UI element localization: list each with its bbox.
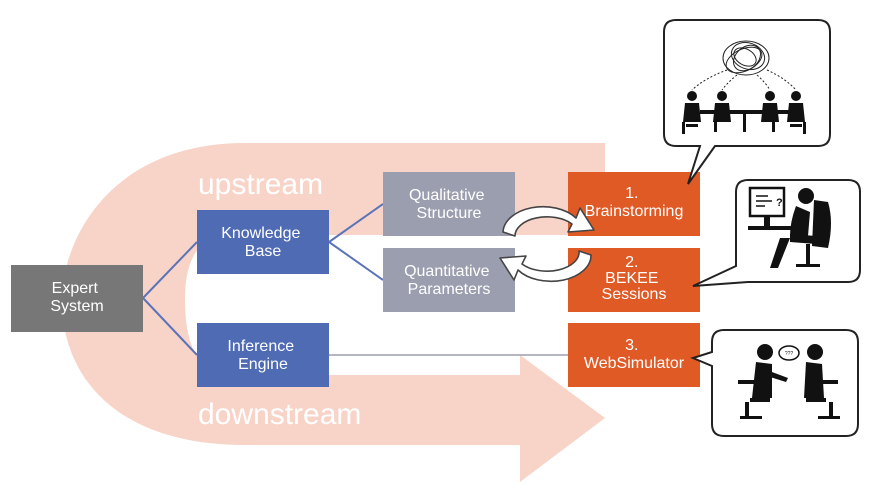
connector-knowledge-qualitative bbox=[328, 203, 384, 243]
svg-text:3. WebSimulator: 3. WebSimulator bbox=[584, 337, 685, 372]
svg-text:2. BEKEE Sessions: 2. BEKEE Sessions bbox=[602, 254, 667, 303]
speech-glyph: ??? bbox=[785, 351, 794, 357]
svg-text:Inference Engine: Inference Engine bbox=[227, 338, 298, 373]
bekee-bubble: ? bbox=[692, 179, 861, 287]
conversation-people-icon bbox=[738, 344, 840, 419]
websimulator-line-2: WebSimulator bbox=[584, 355, 685, 372]
expert-system-line-1: Expert bbox=[52, 280, 99, 297]
flow-arrow bbox=[62, 143, 605, 482]
connectors bbox=[142, 203, 384, 356]
thought-lines bbox=[691, 69, 797, 91]
question-mark: ? bbox=[776, 197, 783, 209]
computer-user-icon: ? bbox=[748, 186, 831, 268]
inference-engine-node[interactable]: Inference Engine bbox=[197, 323, 329, 387]
svg-text:Qualitative Structure: Qualitative Structure bbox=[409, 187, 489, 222]
knowledge-base-node[interactable]: Knowledge Base bbox=[197, 210, 329, 274]
connector-expert-knowledge bbox=[142, 241, 198, 299]
qualitative-structure-line-2: Structure bbox=[417, 205, 482, 222]
bekee-sessions-line-1: 2. bbox=[625, 254, 638, 271]
svg-text:Expert System: Expert System bbox=[50, 280, 103, 315]
cycle-arrows-icon bbox=[499, 205, 595, 283]
brainstorming-bubble bbox=[663, 19, 831, 185]
svg-text:Knowledge Base: Knowledge Base bbox=[221, 225, 305, 260]
quantitative-parameters-node[interactable]: Quantitative Parameters bbox=[383, 248, 515, 312]
downstream-label: downstream bbox=[198, 398, 361, 431]
connector-knowledge-quantitative bbox=[328, 241, 384, 281]
upstream-label: upstream bbox=[198, 168, 323, 201]
websimulator-bubble: ??? bbox=[690, 329, 859, 437]
brainstorming-line-2: Brainstorming bbox=[585, 203, 684, 220]
bekee-sessions-line-2: BEKEE bbox=[605, 270, 658, 287]
websimulator-line-1: 3. bbox=[625, 337, 638, 354]
knowledge-base-line-2: Base bbox=[245, 243, 282, 260]
idea-scribble-icon bbox=[722, 40, 770, 76]
qualitative-structure-node[interactable]: Qualitative Structure bbox=[383, 172, 515, 236]
meeting-people-icon bbox=[682, 91, 806, 134]
speech-bubble-icon: ??? bbox=[778, 345, 800, 361]
inference-engine-line-1: Inference bbox=[227, 338, 294, 355]
websimulator-node[interactable]: 3. WebSimulator bbox=[568, 323, 700, 387]
quantitative-parameters-line-1: Quantitative bbox=[404, 263, 489, 280]
inference-engine-line-2: Engine bbox=[238, 356, 288, 373]
svg-text:Quantitative Parameters: Quantitative Parameters bbox=[404, 263, 494, 298]
expert-system-line-2: System bbox=[50, 298, 103, 315]
knowledge-base-line-1: Knowledge bbox=[221, 225, 300, 242]
expert-system-node[interactable]: Expert System bbox=[11, 265, 143, 332]
bekee-sessions-line-3: Sessions bbox=[602, 286, 667, 303]
bekee-sessions-node[interactable]: 2. BEKEE Sessions bbox=[568, 248, 700, 312]
quantitative-parameters-line-2: Parameters bbox=[408, 281, 491, 298]
svg-text:1. Brainstorming: 1. Brainstorming bbox=[585, 185, 684, 220]
qualitative-structure-line-1: Qualitative bbox=[409, 187, 485, 204]
brainstorming-line-1: 1. bbox=[625, 185, 638, 202]
connector-expert-inference bbox=[142, 297, 198, 356]
